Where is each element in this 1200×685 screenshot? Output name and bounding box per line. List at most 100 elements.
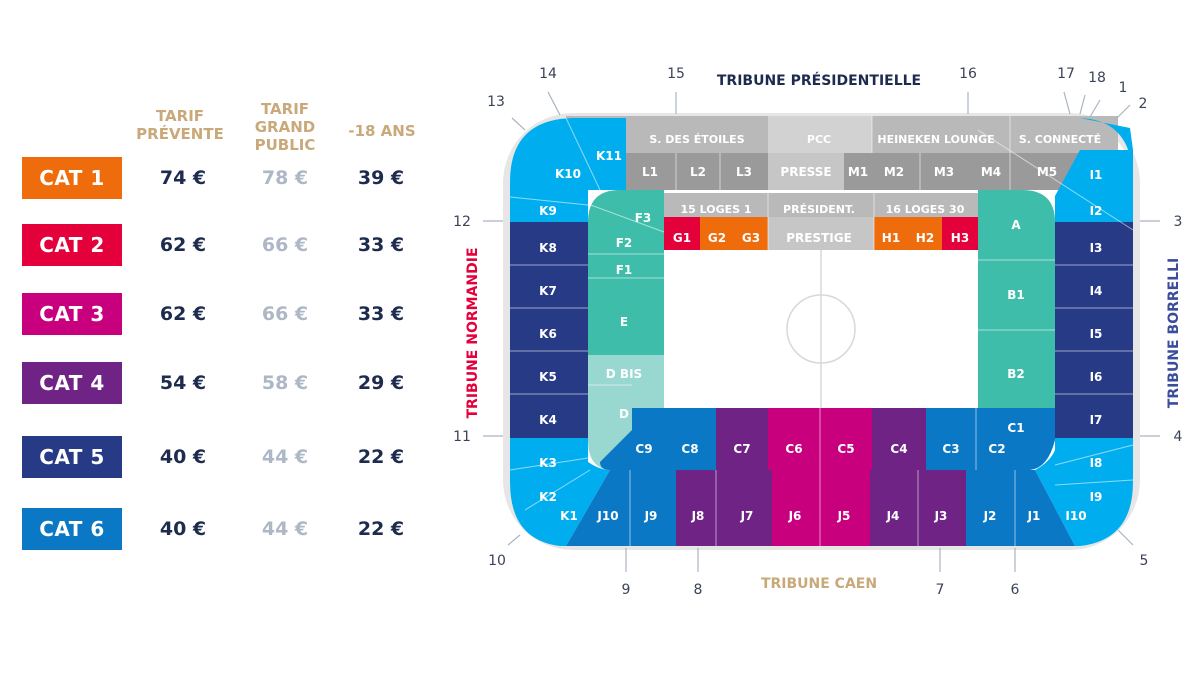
section-label-j9[interactable]: J9 [644, 509, 658, 523]
section-label-k8[interactable]: K8 [539, 241, 557, 255]
section-label-j6[interactable]: J6 [788, 509, 802, 523]
section-label-heineken-lounge[interactable]: HEINEKEN LOUNGE [877, 133, 994, 146]
section-label-c7[interactable]: C7 [733, 442, 750, 456]
section-label-prestige[interactable]: PRESTIGE [786, 231, 852, 245]
section-label-c1[interactable]: C1 [1007, 421, 1024, 435]
section-label-f2[interactable]: F2 [616, 236, 633, 250]
section-label-s-connect-[interactable]: S. CONNECTÉ [1019, 133, 1101, 146]
price-public: 66 € [261, 303, 309, 325]
section-label-16-loges-30[interactable]: 16 LOGES 30 [886, 203, 965, 216]
section-label-c8[interactable]: C8 [681, 442, 698, 456]
section-label-l1[interactable]: L1 [642, 165, 658, 179]
header-under18: -18 ANS [348, 122, 416, 140]
section-label-k4[interactable]: K4 [539, 413, 557, 427]
section-label-i2[interactable]: I2 [1090, 204, 1103, 218]
section-label-k1[interactable]: K1 [560, 509, 578, 523]
section-label-g2[interactable]: G2 [708, 231, 726, 245]
section-label-e[interactable]: E [620, 315, 628, 329]
section-label-j5[interactable]: J5 [837, 509, 851, 523]
section-label-pr-sident-[interactable]: PRÉSIDENT. [783, 203, 855, 216]
section-label-15-loges-1[interactable]: 15 LOGES 1 [680, 203, 751, 216]
header-public: TARIF GRAND PUBLIC [254, 100, 316, 154]
section-label-k6[interactable]: K6 [539, 327, 557, 341]
section-label-g3[interactable]: G3 [742, 231, 760, 245]
gate-label: 7 [936, 582, 945, 598]
section-label-d-bis[interactable]: D BIS [606, 367, 642, 381]
section-label-g1[interactable]: G1 [673, 231, 691, 245]
section-label-i10[interactable]: I10 [1065, 509, 1086, 523]
section-label-k3[interactable]: K3 [539, 456, 557, 470]
price-public: 44 € [261, 518, 309, 540]
section-label-j7[interactable]: J7 [740, 509, 754, 523]
header-presale: TARIF PRÉVENTE [136, 107, 224, 143]
stand-normandie: TRIBUNE NORMANDIE [465, 247, 481, 418]
section-label-j8[interactable]: J8 [691, 509, 705, 523]
price-under18: 33 € [357, 303, 405, 325]
section-label-j2[interactable]: J2 [983, 509, 997, 523]
stand-presidentielle: TRIBUNE PRÉSIDENTIELLE [717, 72, 921, 89]
section-label-m4[interactable]: M4 [981, 165, 1001, 179]
gate-label: 6 [1011, 582, 1020, 598]
section-label-k10[interactable]: K10 [555, 167, 581, 181]
section-label-i6[interactable]: I6 [1090, 370, 1103, 384]
section-label-j1[interactable]: J1 [1027, 509, 1041, 523]
section-label-a[interactable]: A [1011, 218, 1021, 232]
price-under18: 29 € [357, 372, 405, 394]
section-label-l2[interactable]: L2 [690, 165, 706, 179]
section-label-k2[interactable]: K2 [539, 490, 557, 504]
section-label-m2[interactable]: M2 [884, 165, 904, 179]
gate-label: 1 [1119, 80, 1128, 96]
section-label-d[interactable]: D [619, 407, 629, 421]
gate-label: 3 [1174, 214, 1183, 230]
section-label-b2[interactable]: B2 [1007, 367, 1025, 381]
section-label-i5[interactable]: I5 [1090, 327, 1103, 341]
section-label-i9[interactable]: I9 [1090, 490, 1103, 504]
section-label-j3[interactable]: J3 [934, 509, 948, 523]
section-label-h2[interactable]: H2 [916, 231, 934, 245]
section-label-l3[interactable]: L3 [736, 165, 752, 179]
section-label-k9[interactable]: K9 [539, 204, 557, 218]
section-label-c2[interactable]: C2 [988, 442, 1005, 456]
section-label-c3[interactable]: C3 [942, 442, 959, 456]
section-label-f1[interactable]: F1 [616, 263, 633, 277]
gate-label: 4 [1174, 429, 1183, 445]
section-label-h1[interactable]: H1 [882, 231, 900, 245]
section-label-k7[interactable]: K7 [539, 284, 557, 298]
section-label-c6[interactable]: C6 [785, 442, 802, 456]
pitch-center-circle-icon [786, 294, 856, 364]
section-label-h3[interactable]: H3 [951, 231, 969, 245]
section-label-m3[interactable]: M3 [934, 165, 954, 179]
gate-label: 17 [1057, 66, 1075, 82]
section-label-j4[interactable]: J4 [886, 509, 900, 523]
section-label-j10[interactable]: J10 [596, 509, 618, 523]
section-label-c5[interactable]: C5 [837, 442, 854, 456]
gate-label: 8 [694, 582, 703, 598]
section-label-i7[interactable]: I7 [1090, 413, 1103, 427]
corner-k-bottom [510, 438, 610, 546]
section-label-i8[interactable]: I8 [1090, 456, 1103, 470]
section-label-c4[interactable]: C4 [890, 442, 907, 456]
gate-label: 10 [488, 553, 506, 569]
section-label-m1[interactable]: M1 [848, 165, 868, 179]
stand-caen: TRIBUNE CAEN [761, 576, 877, 592]
gate-label: 12 [453, 214, 471, 230]
price-presale: 74 € [159, 167, 207, 189]
price-presale: 62 € [159, 303, 207, 325]
section-label-b1[interactable]: B1 [1007, 288, 1025, 302]
section-label-presse[interactable]: PRESSE [780, 165, 831, 179]
price-under18: 33 € [357, 234, 405, 256]
section-label-i1[interactable]: I1 [1090, 168, 1103, 182]
section-label-k11[interactable]: K11 [596, 149, 622, 163]
section-label-i3[interactable]: I3 [1090, 241, 1103, 255]
section-label-m5[interactable]: M5 [1037, 165, 1057, 179]
price-presale: 62 € [159, 234, 207, 256]
gate-label: 18 [1088, 70, 1106, 86]
section-label-s-des-toiles[interactable]: S. DES ÉTOILES [649, 133, 744, 146]
section-label-k5[interactable]: K5 [539, 370, 557, 384]
category-badge: CAT 3 [22, 293, 122, 335]
gate-label: 14 [539, 66, 557, 82]
section-label-pcc[interactable]: PCC [807, 133, 831, 146]
section-label-c9[interactable]: C9 [635, 442, 652, 456]
section-label-f3[interactable]: F3 [635, 211, 652, 225]
section-label-i4[interactable]: I4 [1090, 284, 1103, 298]
